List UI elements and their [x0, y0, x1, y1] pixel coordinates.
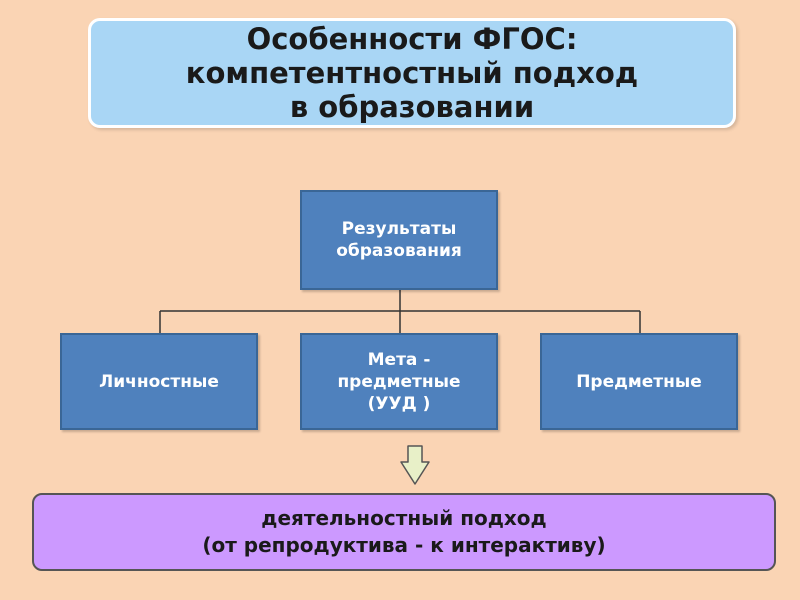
- title-banner: Особенности ФГОС: компетентностный подхо…: [88, 18, 736, 128]
- conclusion-line-1: деятельностный подход: [261, 506, 547, 530]
- down-arrow-icon: [400, 445, 430, 485]
- node-education-results: Результаты образования: [300, 190, 498, 290]
- node-meta-line-2: предметные: [337, 371, 461, 392]
- node-root-line-1: Результаты: [341, 219, 457, 239]
- title-line-3: в образовании: [289, 90, 535, 124]
- node-subject-label: Предметные: [576, 371, 702, 392]
- conclusion-box: деятельностный подход (от репродуктива -…: [32, 493, 776, 571]
- node-meta-line-3: (УУД ): [367, 393, 431, 414]
- node-meta-subject: Мета - предметные (УУД ): [300, 333, 498, 430]
- node-root-line-2: образования: [336, 241, 462, 261]
- node-meta-line-1: Мета -: [367, 349, 431, 370]
- title-line-2: компетентностный подход: [185, 56, 639, 90]
- node-subject: Предметные: [540, 333, 738, 430]
- node-personal: Личностные: [60, 333, 258, 430]
- node-personal-label: Личностные: [99, 371, 219, 392]
- title-line-1: Особенности ФГОС:: [246, 22, 578, 56]
- conclusion-line-2: (от репродуктива - к интерактиву): [202, 533, 606, 557]
